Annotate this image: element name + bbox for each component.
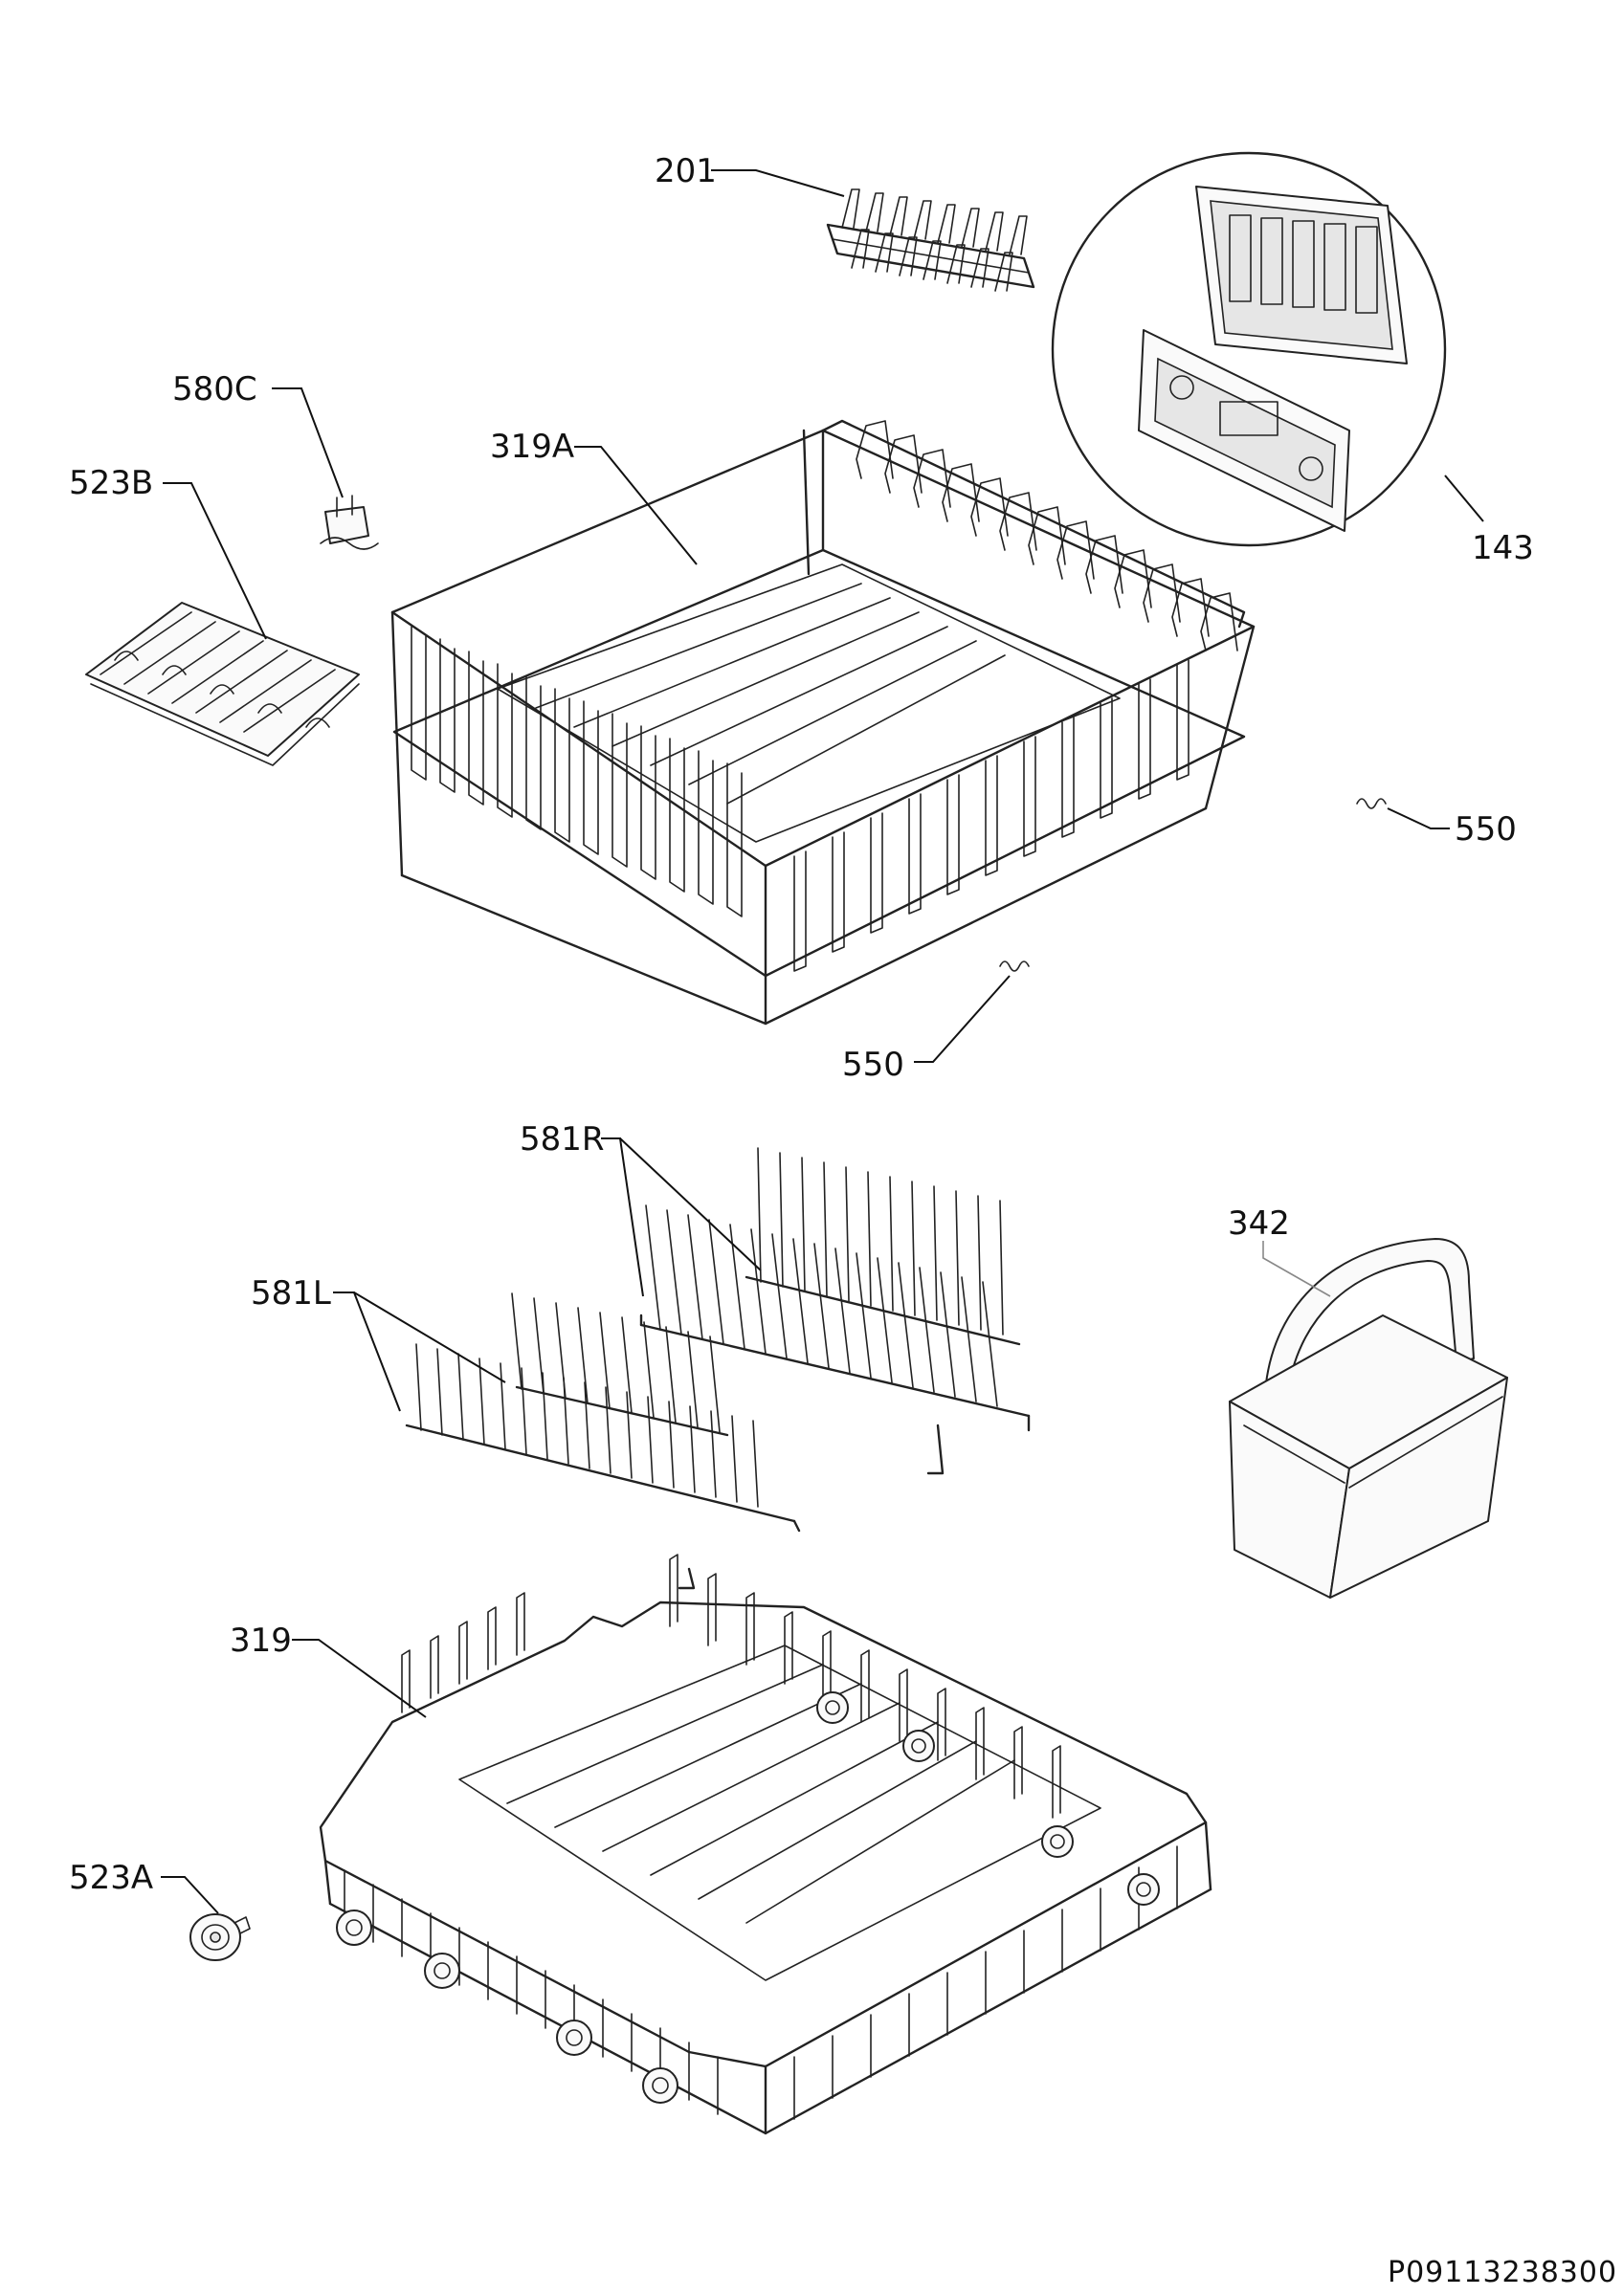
- label-523A: 523A: [69, 1859, 153, 1897]
- label-201: 201: [655, 152, 717, 190]
- part-550-spring-center: [999, 960, 1030, 972]
- label-581R: 581R: [520, 1120, 605, 1159]
- label-143: 143: [1472, 529, 1534, 567]
- label-550-center: 550: [842, 1046, 904, 1084]
- part-523A-wheel: [189, 1913, 251, 1961]
- part-580C-clip: [320, 495, 379, 550]
- label-319: 319: [230, 1622, 292, 1660]
- part-143-detail-view: [1051, 151, 1447, 547]
- label-550-right: 550: [1455, 810, 1517, 849]
- part-581L-folding-rack: [405, 1292, 801, 1590]
- label-580C: 580C: [172, 370, 257, 408]
- label-523B: 523B: [69, 464, 153, 502]
- drawing-code: P09113238300: [1388, 2256, 1617, 2289]
- part-550-spring-right: [1356, 798, 1387, 809]
- part-201-tine-insert: [826, 188, 1035, 292]
- part-523B-insert: [85, 602, 360, 766]
- label-319A: 319A: [490, 428, 574, 466]
- part-319A-upper-basket: [390, 419, 1256, 1026]
- part-319-lower-basket: [319, 1554, 1212, 2135]
- label-342: 342: [1228, 1204, 1290, 1243]
- basket-wheels: [336, 1691, 1160, 2104]
- part-342-cutlery-basket: [1229, 1238, 1508, 1599]
- part-581R-folding-rack: [639, 1147, 1031, 1475]
- label-581L: 581L: [251, 1274, 331, 1313]
